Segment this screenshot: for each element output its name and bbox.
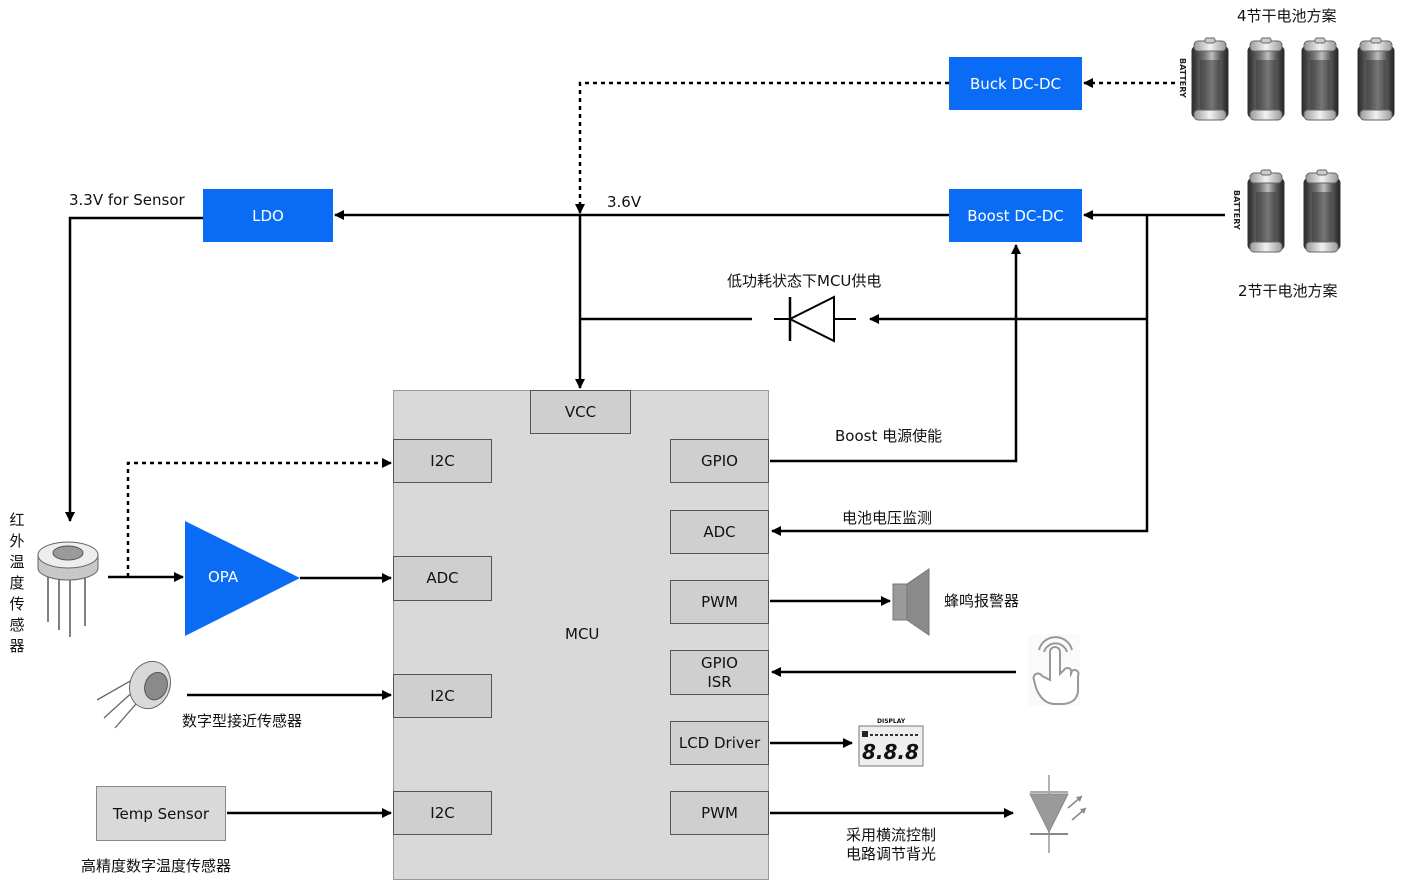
mcu-label: MCU: [565, 625, 600, 643]
port-adc-right: ADC: [670, 510, 769, 554]
opa-triangle: [185, 521, 300, 636]
battery-label-4: BATTERY: [1178, 58, 1187, 98]
led-icon: [1029, 775, 1087, 853]
port-gpio: GPIO: [670, 439, 769, 483]
proximity-sensor-icon: [96, 660, 172, 729]
touch-hand-icon: [1028, 634, 1080, 706]
label-3v3-sensor: 3.3V for Sensor: [69, 191, 185, 209]
label-two-cell: 2节干电池方案: [1238, 282, 1338, 300]
label-battery-monitor: 电池电压监测: [842, 509, 933, 527]
port-i2c-top: I2C: [393, 439, 492, 483]
port-adc-left: ADC: [393, 556, 492, 601]
wire-ldo-to-sensor: [65, 216, 203, 522]
label-proximity: 数字型接近传感器: [182, 712, 303, 730]
wire-battery-monitor-path: [771, 215, 1149, 536]
label-buzzer: 蜂鸣报警器: [944, 592, 1020, 610]
lcd-display-word: DISPLAY: [877, 718, 906, 725]
battery-label-2: BATTERY: [1232, 190, 1241, 230]
label-four-cell: 4节干电池方案: [1237, 7, 1337, 25]
label-3v6: 3.6V: [607, 193, 642, 211]
ldo-block: LDO: [203, 189, 333, 242]
opa-label: OPA: [208, 568, 239, 586]
port-gpio-isr: GPIO ISR: [670, 650, 769, 695]
lcd-digits: 8.8.8: [862, 740, 919, 764]
label-backlight-2: 电路调节背光: [846, 845, 937, 863]
port-i2c-bottom: I2C: [393, 791, 492, 835]
label-low-power: 低功耗状态下MCU供电: [727, 272, 882, 290]
lcd-display-icon: DISPLAY 8.8.8: [858, 718, 924, 767]
buzzer-icon: [892, 568, 930, 636]
boost-dc-dc-block: Boost DC-DC: [949, 189, 1082, 242]
label-hp-temp: 高精度数字温度传感器: [81, 857, 232, 875]
battery-2-cell-icon: BATTERY: [1232, 169, 1341, 253]
battery-4-cell-icon: BATTERY: [1178, 37, 1395, 121]
label-ir-sensor: 红 外 温 度 传 感 器: [9, 511, 25, 655]
buck-dc-dc-block: Buck DC-DC: [949, 57, 1082, 110]
temp-sensor-block: Temp Sensor: [96, 786, 226, 841]
wire-boost-enable: [770, 244, 1021, 463]
port-pwm-buzzer: PWM: [670, 580, 769, 624]
label-boost-enable: Boost 电源使能: [835, 427, 943, 445]
port-pwm-led: PWM: [670, 791, 769, 835]
label-backlight-1: 采用横流控制: [846, 826, 937, 844]
port-lcd-driver: LCD Driver: [670, 721, 769, 765]
ir-sensor-icon: [37, 541, 99, 637]
port-vcc: VCC: [530, 390, 631, 434]
port-i2c-middle: I2C: [393, 674, 492, 718]
wire-buck-to-rail: [575, 81, 949, 214]
wire-sensor-to-i2c: [126, 458, 392, 577]
diode-symbol: [774, 295, 856, 343]
